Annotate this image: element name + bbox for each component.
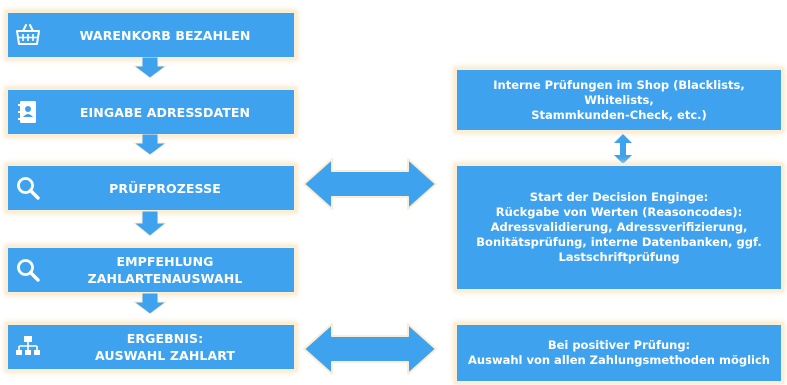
search-icon	[8, 248, 48, 292]
box-text-line: Auswahl von allen Zahlungsmethoden mögli…	[468, 353, 770, 367]
box-text-line: Lastschriftprüfung	[558, 250, 680, 264]
search-icon	[8, 166, 48, 210]
down-arrow	[133, 134, 167, 156]
step-label: WARENKORB BEZAHLEN	[79, 27, 251, 43]
box-text-line: Rückgabe von Werten (Reasoncodes):	[495, 205, 743, 219]
step-label: EINGABE ADRESSDATEN	[79, 104, 251, 120]
down-arrow	[133, 57, 167, 79]
box-text-line: Bei positiver Prüfung:	[547, 338, 691, 352]
step-label: PRÜFPROZESSE	[109, 180, 221, 196]
step-eingabe-adressdaten: EINGABE ADRESSDATEN	[8, 90, 294, 134]
double-arrow	[303, 323, 437, 375]
box-text-line: Interne Prüfungen im Shop (Blacklists, W…	[493, 77, 745, 107]
step-empfehlung-zahlartenauswahl: EMPFEHLUNG ZAHLARTENAUSWAHL	[8, 248, 294, 292]
step-label: EMPFEHLUNG ZAHLARTENAUSWAHL	[87, 254, 243, 286]
down-arrow	[133, 211, 167, 237]
result-box: Bei positiver Prüfung: Auswahl von allen…	[457, 325, 781, 381]
box-text-line: Adressvalidierung, Adressverifizierung,	[490, 220, 748, 234]
down-arrow	[133, 293, 167, 315]
step-pruefprozesse: PRÜFPROZESSE	[8, 166, 294, 210]
step-label: ERGEBNIS: AUSWAHL ZAHLART	[94, 331, 236, 363]
box-text-line: Bonitätsprüfung, interne Datenbanken, gg…	[476, 235, 762, 249]
hierarchy-icon	[8, 325, 48, 369]
box-text-line: Stammkunden-Check, etc.)	[531, 107, 707, 122]
shopping-basket-icon	[8, 13, 48, 57]
step-ergebnis-auswahl-zahlart: ERGEBNIS: AUSWAHL ZAHLART	[8, 325, 294, 369]
step-warenkorb-bezahlen: WARENKORB BEZAHLEN	[8, 13, 294, 57]
internal-checks-box: Interne Prüfungen im Shop (Blacklists, W…	[457, 70, 781, 130]
vertical-double-arrow	[614, 134, 632, 164]
box-text-line: Start der Decision Enginge:	[529, 190, 709, 204]
address-book-icon	[8, 90, 48, 134]
decision-engine-box: Start der Decision Enginge: Rückgabe von…	[457, 166, 781, 289]
double-arrow	[303, 158, 437, 210]
